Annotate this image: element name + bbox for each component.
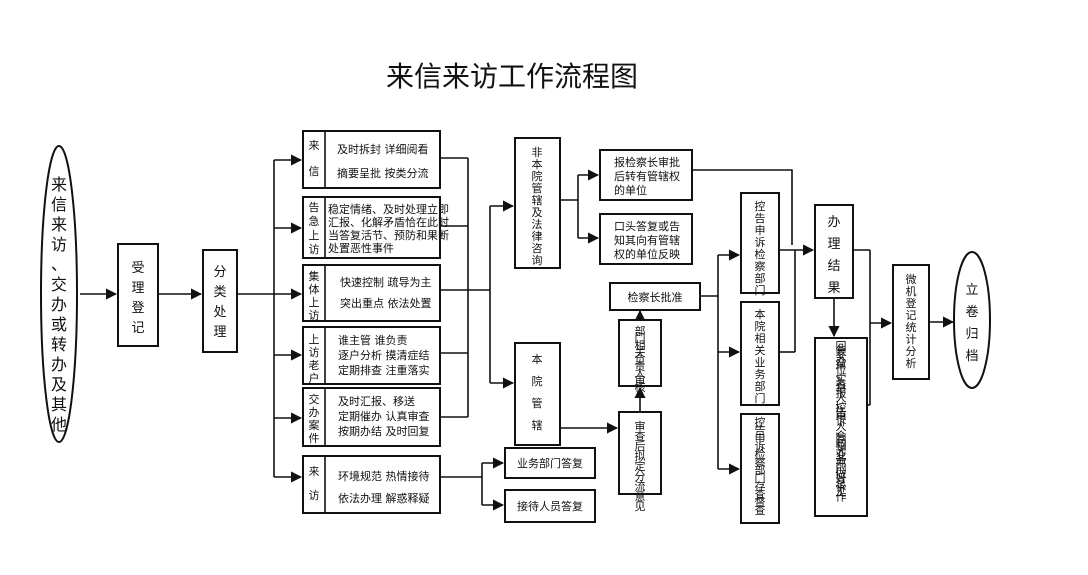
category-line: 定期催办 认真审查 (338, 409, 430, 423)
archive-label: 立卷归档 (965, 283, 978, 364)
category-line: 环境规范 热情接待 (338, 469, 430, 483)
dept-reply-box (504, 447, 596, 479)
category-label: 交办案件 (309, 392, 320, 445)
category-line: 及时汇报、移送 (338, 394, 415, 408)
stats-label: 微机登记统计分析 (906, 272, 917, 370)
category-laixin: 来信 及时拆封 详细阅看 摘要呈批 按类分流 (302, 130, 441, 189)
register-label: 受理登记 (131, 261, 144, 336)
result-label: 办理结果 (827, 215, 840, 296)
dept-head-review-box (618, 319, 662, 387)
reception-reply-label: 接待人员答复 (517, 499, 583, 513)
chief-approve-box (609, 282, 701, 311)
category-line: 逐户分析 摸清症结 (338, 348, 430, 362)
category-line: 依法办理 解惑释疑 (338, 491, 430, 505)
category-laohu: 上访老户 谁主管 谁负责 逐户分析 摸清症结 定期排查 注重落实 (302, 326, 441, 385)
business-dept-label: 本院相关业务部门 (755, 307, 766, 405)
oral-reply-line: 口头答复或告 (614, 219, 680, 233)
oral-reply-box (599, 213, 693, 265)
category-label: 告急上访 (309, 201, 320, 256)
reception-reply-box (504, 489, 596, 523)
start-ellipse (40, 145, 78, 443)
category-line: 突出重点 依法处置 (340, 296, 432, 310)
own-jurisdiction-box (514, 342, 561, 446)
category-jiaoban: 交办案件 及时汇报、移送 定期催办 认真审查 按期办结 及时回复 (302, 387, 441, 447)
stats-box (892, 264, 930, 380)
start-label: 来信来访、交办或转办及其他 (51, 175, 67, 434)
category-label: 上访老户 (309, 333, 320, 385)
archive-ellipse (953, 251, 991, 389)
oral-reply-line: 知其向有管辖 (614, 233, 680, 247)
report-chief-line: 后转有管辖权 (614, 169, 680, 183)
category-label: 来访 (309, 465, 320, 502)
category-line: 快速控制 疏导为主 (340, 275, 432, 289)
reply-box (814, 337, 868, 517)
dept-head-review-label: 部门相关负责人审核 (635, 324, 646, 394)
complaint-dept-box (740, 192, 780, 294)
category-line: 谁主管 谁负责 (338, 333, 408, 347)
complaint-archive-label: 控告申诉检察部门存查督查 (755, 415, 766, 517)
review-opinion-box (618, 411, 662, 495)
category-label: 来信 (309, 139, 320, 178)
complaint-archive-box (740, 413, 780, 524)
category-line: 处置恶性事件 (328, 241, 394, 255)
category-label: 集体上访 (309, 269, 320, 322)
category-line: 及时拆封 详细阅看 (337, 142, 429, 156)
register-box (117, 243, 159, 347)
business-dept-box (740, 301, 780, 406)
category-line: 当答复活节、预防和果断 (328, 228, 449, 242)
classify-box (202, 249, 238, 353)
report-chief-line: 的单位 (614, 183, 647, 197)
category-line: 摘要呈批 按类分流 (337, 166, 429, 180)
diagram-title: 来信来访工作流程图 (386, 60, 638, 93)
report-chief-line: 报检察长审批 (614, 155, 680, 169)
line-report-to-result (692, 169, 793, 245)
category-laifang: 来访 环境规范 热情接待 依法办理 解惑释疑 (302, 455, 441, 514)
classify-label: 分类处理 (213, 265, 226, 340)
report-chief-box (599, 149, 693, 201)
oral-reply-line: 权的单位反映 (614, 247, 680, 261)
category-jiti: 集体上访 快速控制 疏导为主 突出重点 依法处置 (302, 264, 441, 322)
category-line: 汇报、化解矛盾恰在此时 (328, 215, 449, 229)
category-line: 稳定情绪、及时处理立即 (328, 202, 449, 216)
own-jurisdiction-label: 本院管辖 (532, 352, 543, 432)
category-gaoji: 告急上访 稳定情绪、及时处理立即 汇报、化解矛盾恰在此时 当答复活节、预防和果断… (302, 196, 449, 259)
category-line: 定期排查 注重落实 (338, 363, 430, 377)
dept-reply-label: 业务部门答复 (517, 456, 583, 470)
review-opinion-label: 审查后拟定分流意见 (635, 419, 646, 513)
complaint-dept-label: 控告申诉检察部门 (755, 199, 766, 297)
non-jurisdiction-box (514, 137, 561, 269)
non-jurisdiction-label: 非本院管辖及法律咨询 (532, 146, 543, 267)
chief-approve-label: 检察长批准 (628, 290, 683, 304)
reply-label: 回复交办单位、实名举报人、控告申诉人、会同相关业务部门做好息诉工作 (836, 340, 847, 503)
category-line: 按期办结 及时回复 (338, 424, 430, 438)
